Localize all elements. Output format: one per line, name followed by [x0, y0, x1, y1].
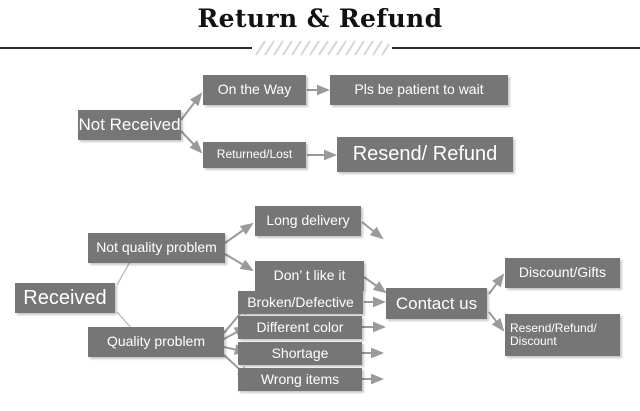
node-resend-refund-discount[interactable]: Resend/Refund/ Discount	[505, 314, 620, 356]
node-received[interactable]: Received	[15, 283, 115, 313]
node-not-quality-problem[interactable]: Not quality problem	[88, 233, 225, 263]
node-contact-us[interactable]: Contact us	[386, 288, 487, 319]
divider-rule-left	[0, 47, 252, 49]
arrow-dontlike-contact	[363, 276, 387, 294]
node-wrong-items[interactable]: Wrong items	[238, 368, 362, 391]
node-discount-gifts[interactable]: Discount/Gifts	[505, 258, 620, 288]
divider-hatch-icon	[255, 40, 390, 56]
node-long-delivery[interactable]: Long delivery	[255, 206, 361, 236]
arrow-notreceived-ontheway	[180, 92, 203, 121]
node-different-color[interactable]: Different color	[238, 316, 362, 339]
arrow-contact-resendrefund	[488, 311, 505, 332]
node-quality-problem[interactable]: Quality problem	[88, 327, 224, 357]
arrow-notquality-dontlike	[224, 253, 254, 272]
node-resend-refund[interactable]: Resend/ Refund	[337, 137, 513, 172]
arrow-longdelivery-contact	[361, 221, 384, 240]
node-shortage[interactable]: Shortage	[238, 342, 362, 365]
node-pls-be-patient-to-wait[interactable]: Pls be patient to wait	[330, 75, 508, 105]
title-divider	[0, 40, 640, 56]
node-returned-lost[interactable]: Returned/Lost	[203, 142, 306, 168]
arrow-notreceived-returnedlost	[180, 130, 203, 154]
arrow-contact-discountgifts	[488, 273, 505, 295]
node-on-the-way[interactable]: On the Way	[203, 75, 306, 105]
page-title: Return & Refund	[197, 4, 443, 33]
node-dont-like-it[interactable]: Don’ t like it	[255, 261, 364, 291]
divider-rule-right	[392, 47, 640, 49]
node-broken-defective[interactable]: Broken/Defective	[238, 291, 363, 314]
arrow-notquality-longdelivery	[224, 222, 254, 244]
node-not-received[interactable]: Not Received	[78, 110, 181, 140]
